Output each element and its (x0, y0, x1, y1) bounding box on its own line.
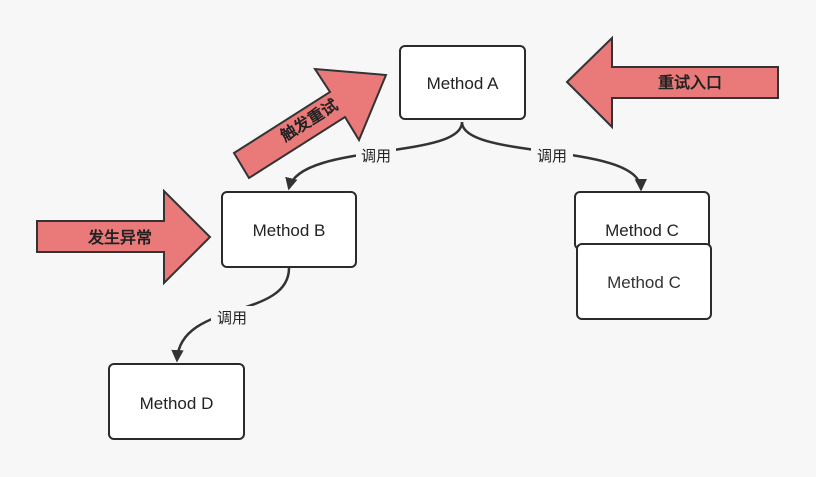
svg-text:Method B: Method B (253, 221, 326, 240)
svg-text:重试入口: 重试入口 (658, 73, 722, 92)
edge-label-a-to-b: 调用 (356, 144, 396, 166)
callout-arrow-retry-entry: 重试入口 (565, 35, 779, 130)
node-method-c-stack[interactable]: Method C Method C (574, 191, 712, 320)
svg-text:调用: 调用 (537, 147, 567, 165)
svg-text:发生异常: 发生异常 (87, 228, 152, 247)
svg-text:Method A: Method A (427, 74, 499, 93)
node-method-d[interactable]: Method D (108, 363, 245, 440)
svg-text:调用: 调用 (217, 309, 247, 327)
svg-text:Method D: Method D (140, 394, 214, 413)
edge-label-b-to-d: 调用 (211, 306, 253, 328)
node-method-a[interactable]: Method A (399, 45, 526, 120)
node-method-b[interactable]: Method B (221, 191, 357, 268)
node-method-c-back-label: Method C (605, 221, 679, 240)
svg-text:调用: 调用 (361, 147, 391, 165)
edge-label-a-to-c: 调用 (531, 144, 573, 166)
node-method-c-front-label: Method C (607, 273, 681, 292)
callout-arrow-exception: 发生异常 (36, 188, 212, 286)
node-method-c-front-box (576, 243, 712, 320)
